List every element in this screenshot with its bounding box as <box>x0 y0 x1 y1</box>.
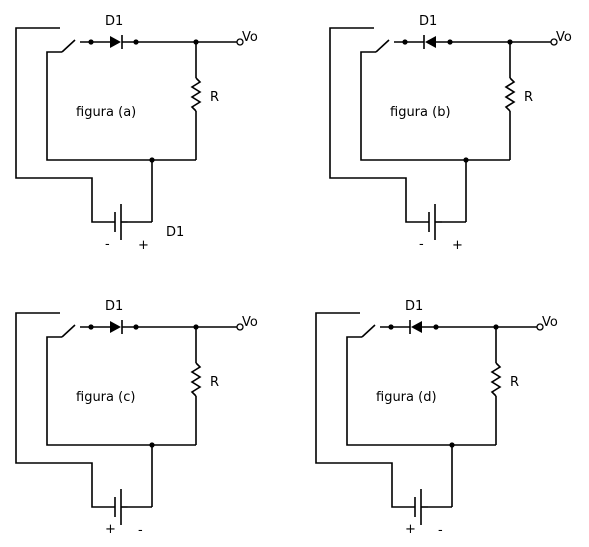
node-dot <box>447 39 453 45</box>
resistor-symbol <box>504 77 516 112</box>
figure-caption: figura (d) <box>376 390 437 405</box>
battery-polarity-left: - <box>105 237 110 252</box>
switch-blade <box>61 39 76 53</box>
resistor-symbol <box>190 77 202 112</box>
circuit-d: D1R Vo figura (d) + - <box>315 299 558 538</box>
node-dot <box>433 324 439 330</box>
output-label: Vo <box>542 315 558 330</box>
battery-polarity-right: + <box>138 238 149 253</box>
switch-blade <box>375 39 390 53</box>
wire-lower-loop <box>360 51 466 161</box>
output-terminal <box>236 38 244 46</box>
wire-outer-loop <box>15 312 115 508</box>
node-dot <box>449 442 455 448</box>
switch-blade <box>61 324 76 338</box>
node-dot <box>88 39 94 45</box>
figure-caption: figura (b) <box>390 105 451 120</box>
node-dot <box>388 324 394 330</box>
diode-label: D1 <box>105 14 123 29</box>
output-terminal <box>236 323 244 331</box>
output-label: Vo <box>242 30 258 45</box>
resistor-label: R <box>210 375 219 390</box>
output-terminal <box>536 323 544 331</box>
diode-label: D1 <box>405 299 423 314</box>
diode-label: D1 <box>419 14 437 29</box>
output-label: Vo <box>556 30 572 45</box>
resistor-label: R <box>510 375 519 390</box>
diode-symbol <box>425 36 436 48</box>
diode-symbol <box>411 321 422 333</box>
resistor-symbol <box>490 362 502 397</box>
figure-caption: figura (c) <box>76 390 135 405</box>
battery-polarity-right: - <box>138 523 143 538</box>
circuit-b: D1R Vo figura (b) - + <box>329 14 572 253</box>
diode-symbol <box>110 36 121 48</box>
node-dot <box>149 442 155 448</box>
figure-caption: figura (a) <box>76 105 136 120</box>
battery-polarity-right: + <box>452 238 463 253</box>
resistor-symbol <box>190 362 202 397</box>
switch-blade <box>361 324 376 338</box>
wire-lower-loop <box>46 336 152 446</box>
battery-polarity-left: + <box>405 522 416 537</box>
battery-polarity-left: + <box>105 522 116 537</box>
diode-symbol <box>110 321 121 333</box>
circuit-c: D1R Vo figura (c) + - <box>15 299 258 538</box>
resistor-label: R <box>524 90 533 105</box>
wire-outer-loop <box>315 312 415 508</box>
node-dot <box>88 324 94 330</box>
node-dot <box>402 39 408 45</box>
wire-lower-loop <box>346 336 452 446</box>
wire-lower-loop <box>46 51 152 161</box>
wire-outer-loop <box>15 27 115 223</box>
diode-label: D1 <box>105 299 123 314</box>
battery-polarity-left: - <box>419 237 424 252</box>
node-dot <box>133 39 139 45</box>
output-terminal <box>550 38 558 46</box>
wire-outer-loop <box>329 27 429 223</box>
resistor-label: R <box>210 90 219 105</box>
node-dot <box>133 324 139 330</box>
output-label: Vo <box>242 315 258 330</box>
battery-polarity-right: - <box>438 523 443 538</box>
stray-diode-label: D1 <box>166 225 184 240</box>
